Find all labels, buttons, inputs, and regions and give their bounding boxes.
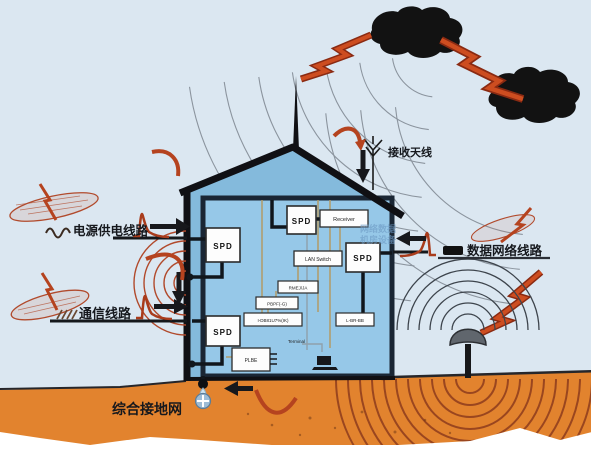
arrow-comm-in <box>154 299 188 314</box>
spd-box-comm: SPD <box>205 315 241 347</box>
induced-surge-data-line <box>470 207 536 244</box>
equipment-label: L-BR-BB <box>346 318 364 323</box>
bond-junction-dot-2 <box>188 360 196 368</box>
ground-edge-left <box>0 380 187 390</box>
watermark-line-1: 网络数据 <box>360 223 396 234</box>
equipment-box3: I-DB81U7%(IK) <box>243 312 303 327</box>
equipment-lan-switch: LAN Switch <box>293 250 343 267</box>
equipment-box4: L-BR-BB <box>335 312 375 327</box>
spd-label: SPD <box>213 242 232 251</box>
data-line-icon <box>443 246 463 255</box>
arrow-power-in <box>150 218 190 235</box>
right-edge-strip <box>591 0 600 450</box>
cloud-to-cloud-lightning <box>439 36 525 103</box>
antenna-label: 接收天线 <box>388 145 432 159</box>
bond-junction-dot-1 <box>186 273 194 281</box>
building-base-line <box>185 376 396 381</box>
lightning-rod <box>293 76 299 150</box>
surge-hook-roof-left <box>151 149 181 177</box>
room-watermark: 网络数据 机房设备 <box>360 223 397 245</box>
ground-edge-right <box>392 369 600 379</box>
arrow-wall-down <box>172 272 186 305</box>
storm-cloud-right <box>488 66 580 123</box>
comm-line-icon <box>56 309 78 320</box>
surge-dissipation-curve <box>254 389 298 415</box>
power-line-label: 电源供电线路 <box>73 223 149 238</box>
equipment-label: RMEJ/JA <box>289 286 308 291</box>
ground-speckles <box>246 410 452 437</box>
spd-box-power: SPD <box>205 227 241 263</box>
equipment-label: Receiver <box>333 217 355 223</box>
spd-box-data: SPD <box>345 242 381 273</box>
receiving-antenna <box>363 136 383 190</box>
ground-potential-arcs <box>335 378 600 447</box>
spd-label: SPD <box>292 217 311 226</box>
equipment-label: LAN Switch <box>305 257 331 263</box>
ground <box>0 371 600 447</box>
surge-waveform-power <box>133 212 170 239</box>
spd-box-antenna: SPD <box>286 205 317 235</box>
grounding-electrode <box>194 379 212 410</box>
storm-cloud-left <box>370 6 463 58</box>
data-line-label: 数据网络线路 <box>466 243 543 258</box>
spd-label: SPD <box>213 328 232 337</box>
lightning-to-rod <box>299 31 373 83</box>
equipment-receiver: Receiver <box>319 209 369 228</box>
remote-strike-object <box>449 328 487 378</box>
induced-surge-comm-line <box>10 272 90 321</box>
equipment-label: PBPF(-G) <box>267 302 287 307</box>
equipment-box5: PLBE <box>231 347 277 372</box>
equipment-box1: RMEJ/JA <box>277 280 319 294</box>
terminal-label: Terminal <box>288 339 305 344</box>
antenna-down-arrow <box>356 150 370 183</box>
terminal-device: Terminal <box>288 339 338 370</box>
equipment-box2: PBPF(-G) <box>255 296 299 310</box>
induced-surge-power-line <box>9 183 99 222</box>
arrow-data-in <box>396 231 426 246</box>
antenna-surge-arrow <box>332 126 366 151</box>
lightning-to-ground-point <box>479 269 544 337</box>
equipment-label: I-DB81U7%(IK) <box>257 318 289 323</box>
comm-line-label: 通信线路 <box>79 306 132 321</box>
roof-outline <box>178 143 405 219</box>
watermark-line-2: 机房设备 <box>360 234 397 245</box>
equipment-label: PLBE <box>245 358 258 364</box>
spd-label: SPD <box>353 254 372 263</box>
bottom-edge-strip <box>0 445 600 450</box>
power-wave-icon <box>45 227 71 239</box>
surge-waveform-comm <box>136 294 173 321</box>
surge-hook-wall <box>145 252 185 281</box>
ground-net-label: 综合接地网 <box>112 401 182 417</box>
arrow-ground-in <box>224 381 253 396</box>
